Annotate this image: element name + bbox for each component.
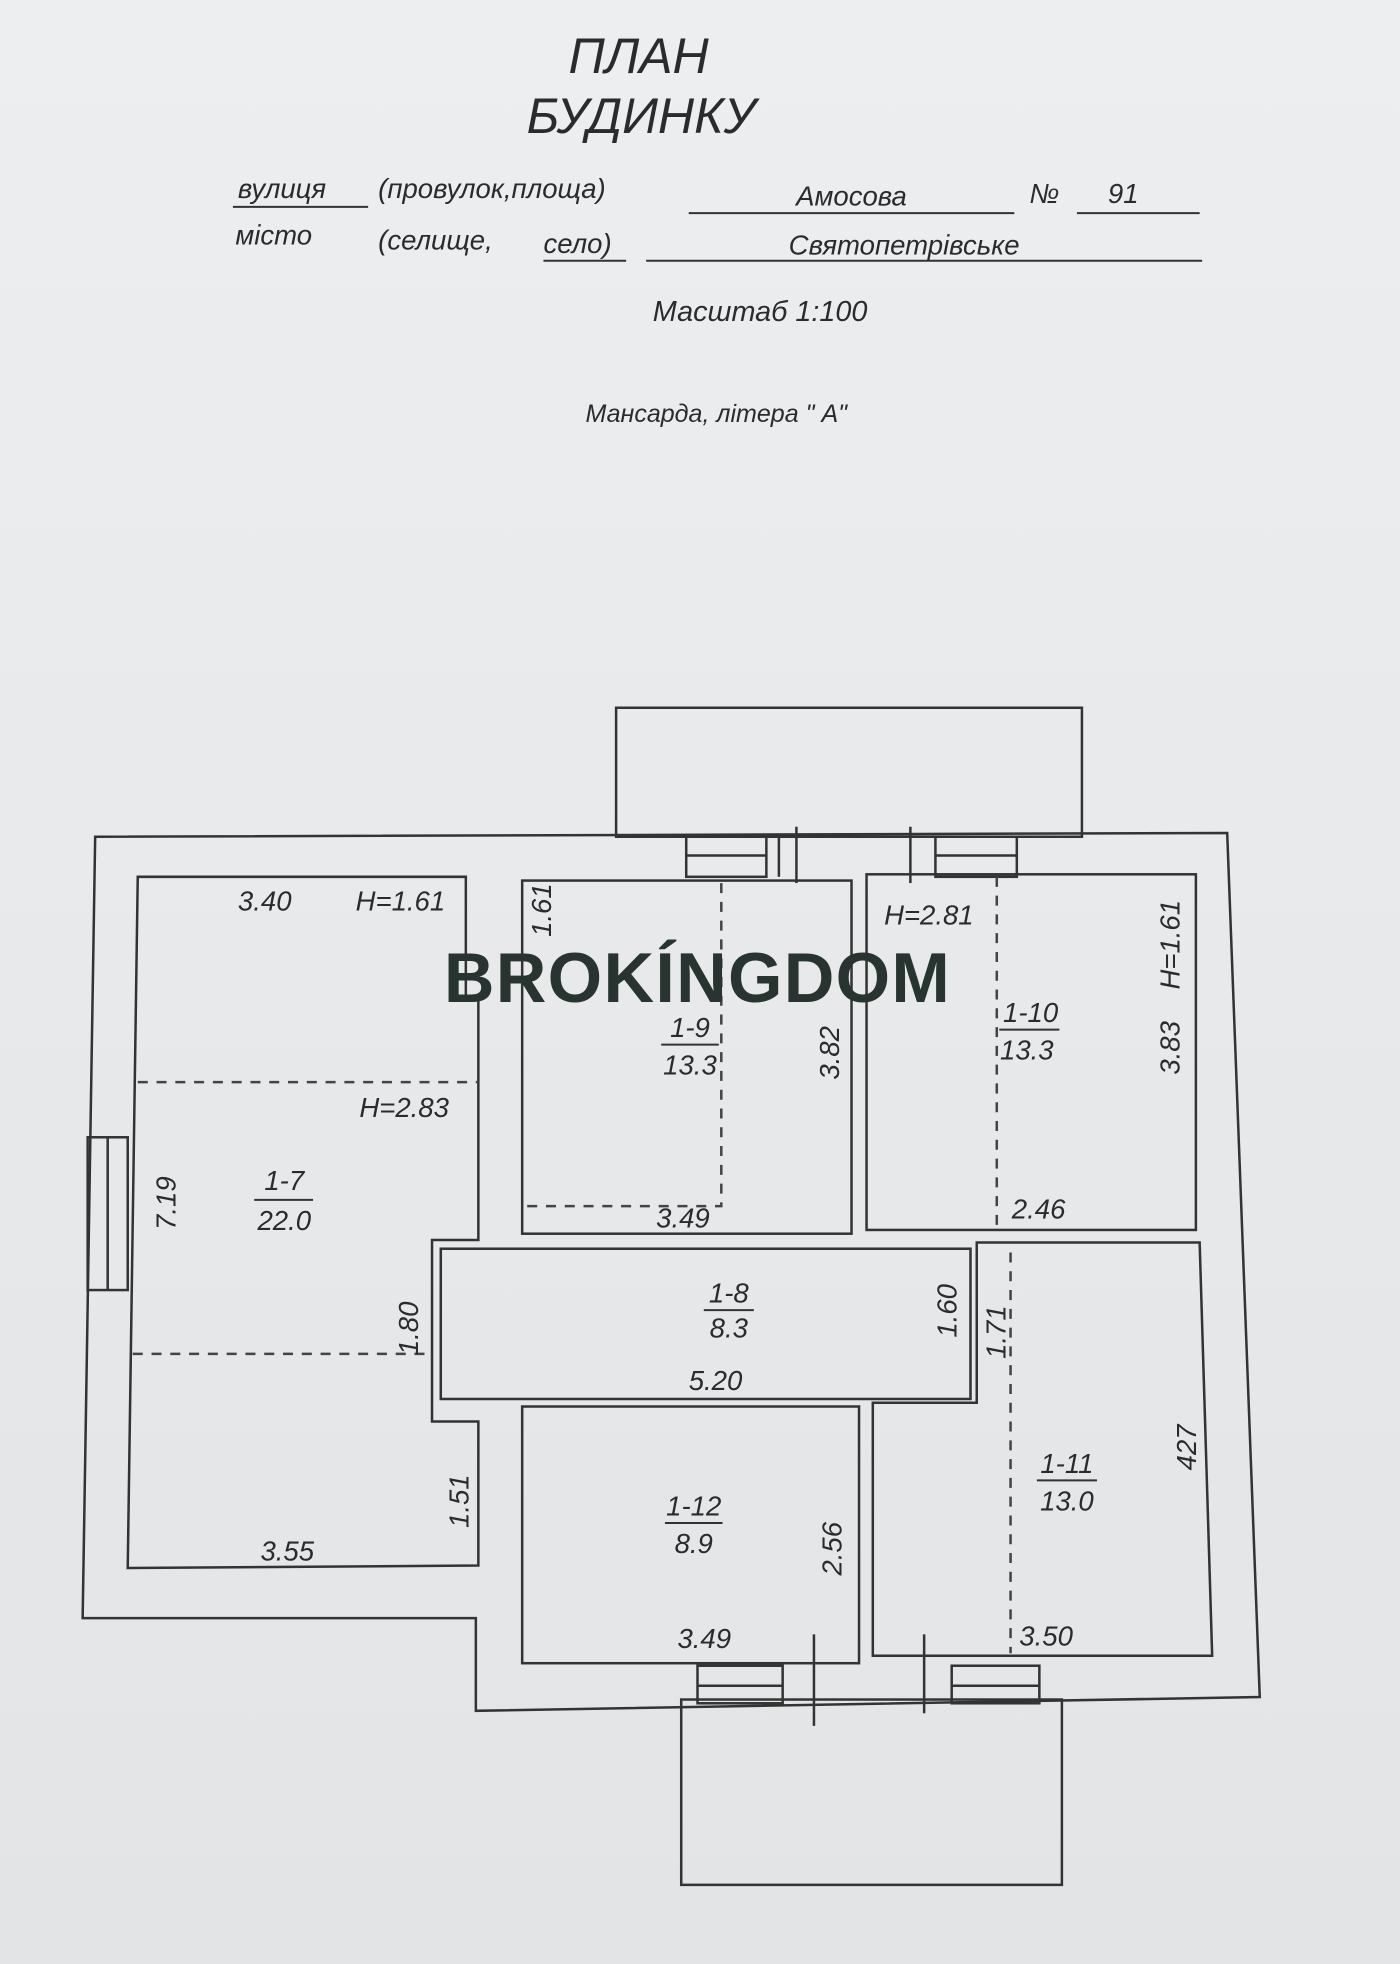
bottom-window-right	[950, 1664, 1041, 1705]
bottom-porch	[679, 1698, 1064, 1887]
dim: H=2.83	[359, 1092, 449, 1123]
street-label-rest: (провулок,площа)	[378, 173, 606, 204]
dim: 2.56	[817, 1521, 848, 1576]
room-1-12	[520, 1405, 861, 1665]
city-label-selo: село)	[543, 228, 611, 259]
dim: H=2.81	[884, 899, 974, 930]
room-area: 22.0	[256, 1205, 311, 1236]
room-id: 1-9	[670, 1012, 710, 1043]
city-value: Святопетрівське	[789, 229, 1020, 260]
room-id: 1-7	[264, 1165, 305, 1196]
dim: 5.20	[689, 1365, 743, 1396]
room-area: 13.3	[663, 1050, 717, 1081]
dim: 2.46	[1011, 1194, 1066, 1225]
street-value: Амосова	[794, 181, 907, 212]
dim: 3.49	[677, 1623, 731, 1654]
city-label: місто	[235, 219, 312, 250]
room-area: 8.3	[710, 1313, 749, 1344]
room-1-8	[439, 1247, 972, 1401]
dim: 1.60	[932, 1283, 963, 1337]
dim: 427	[1171, 1423, 1202, 1471]
room-1-9	[520, 879, 853, 1235]
dim: 3.83	[1155, 1020, 1186, 1074]
city-label-rest: (селище,	[378, 224, 493, 255]
number-label: №	[1029, 178, 1059, 209]
room-area: 13.0	[1040, 1485, 1094, 1516]
dim: 3.49	[656, 1202, 710, 1233]
dim: 1.61	[526, 883, 557, 937]
dim: H=1.61	[1155, 900, 1186, 990]
room-1-7	[126, 875, 480, 1570]
floor-label: Мансарда, літера " А"	[586, 400, 849, 428]
brokingdom-watermark: BROKÍNGDOM	[444, 939, 951, 1017]
dim: 3.40	[238, 886, 292, 917]
room-1-11	[871, 1241, 1214, 1657]
height-line	[523, 883, 723, 1208]
title-line2: БУДИНКУ	[527, 88, 761, 144]
dim: 3.55	[260, 1536, 314, 1567]
room-labels: 1-7 22.0 1-8 8.3 1-9 13.3 1-10 13.3 1-11…	[254, 997, 1097, 1559]
room-area: 13.3	[1000, 1035, 1054, 1066]
dim: H=1.61	[356, 886, 446, 917]
outer-wall	[81, 831, 1262, 1713]
room-id: 1-11	[1040, 1448, 1093, 1479]
street-label: вулиця	[238, 173, 326, 204]
dim: 1.71	[981, 1305, 1012, 1359]
dimension-labels: 3.40 H=1.61 H=2.83 7.19 1.80 1.51 3.55 1…	[150, 883, 1202, 1654]
title-line1: ПЛАН	[569, 28, 710, 84]
top-porch	[614, 706, 1084, 838]
room-area: 8.9	[675, 1528, 713, 1559]
room-id: 1-10	[1003, 997, 1059, 1028]
room-id: 1-8	[709, 1278, 749, 1309]
dim: 3.82	[814, 1026, 845, 1080]
room-1-10	[865, 873, 1198, 1232]
dim: 1.51	[443, 1474, 474, 1528]
number-value: 91	[1108, 178, 1139, 209]
dim: 3.50	[1019, 1621, 1073, 1652]
dim: 7.19	[150, 1176, 181, 1230]
room-id: 1-12	[666, 1490, 721, 1521]
scale-label: Масштаб 1:100	[653, 296, 868, 328]
bottom-window-left	[696, 1664, 784, 1705]
dim: 1.80	[393, 1301, 424, 1355]
